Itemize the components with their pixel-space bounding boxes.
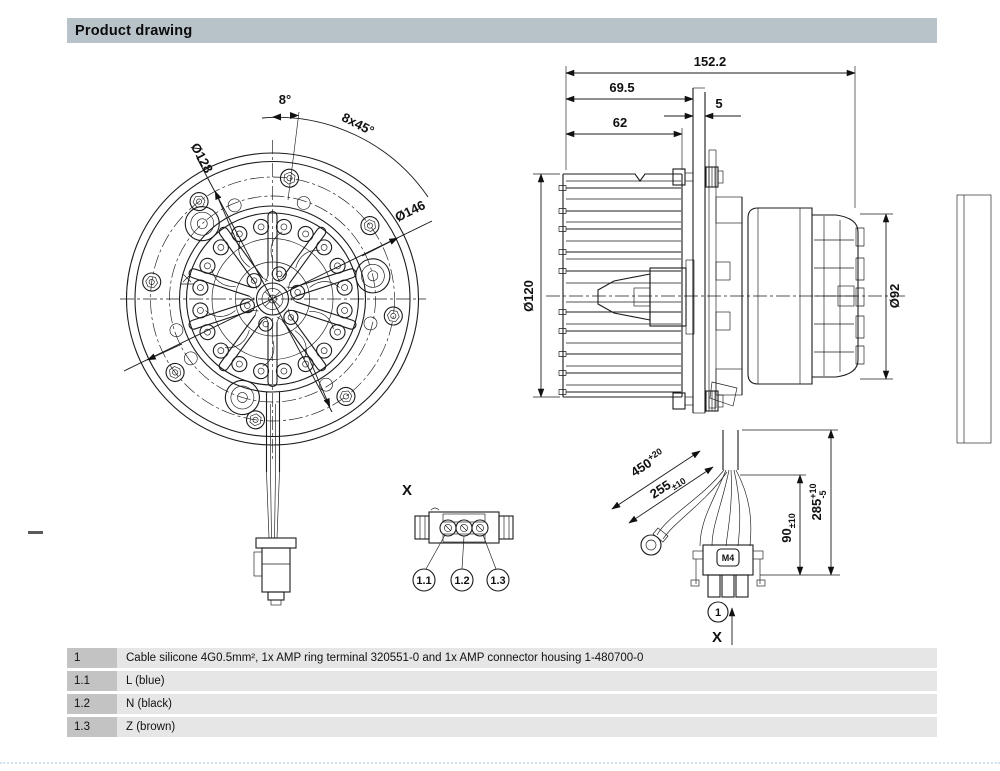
side-view: 152.2 69.5 5 62 Ø120 xyxy=(521,54,992,646)
dim-label-8x45: 8x45° xyxy=(339,110,376,139)
part-id: 1.1 xyxy=(67,671,117,691)
dim-overall-length: 152.2 xyxy=(565,54,856,208)
callout-1-3: 1.3 xyxy=(486,568,510,592)
dim-angle: 8° 8x45° xyxy=(261,92,429,201)
wall-section xyxy=(956,194,992,444)
svg-text:5: 5 xyxy=(715,96,722,111)
footer-divider xyxy=(0,762,1000,764)
callout-1-2: 1.2 xyxy=(450,568,474,592)
terminal-1 xyxy=(439,519,457,537)
front-view: Ø128 Ø146 8° 8x45° xyxy=(120,92,433,606)
table-row: 1.3 Z (brown) xyxy=(67,717,937,737)
connector-latch-left xyxy=(414,515,430,540)
side-connector: M4 xyxy=(690,544,766,598)
finish-mark xyxy=(180,273,194,285)
svg-text:Ø92: Ø92 xyxy=(887,284,902,309)
terminal-2 xyxy=(455,519,473,537)
motor-end-cap xyxy=(812,214,865,378)
dim-label-128: Ø128 xyxy=(188,140,216,175)
dim-wheel-dia: Ø120 xyxy=(521,173,560,398)
callout-1-1: 1.1 xyxy=(412,568,436,592)
dim-motor-dia: Ø92 xyxy=(860,213,902,380)
ring-terminal xyxy=(640,527,669,556)
part-desc: Z (brown) xyxy=(117,717,937,737)
dim-connector-height: 90±10 xyxy=(740,474,840,576)
svg-text:285+10-5: 285+10-5 xyxy=(808,484,828,521)
part-id: 1.3 xyxy=(67,717,117,737)
mounting-plate xyxy=(672,87,738,414)
detail-x-label: X xyxy=(402,482,412,499)
svg-text:450+20: 450+20 xyxy=(627,446,667,480)
margin-mark xyxy=(28,531,43,534)
thread-label: M4 xyxy=(722,553,735,563)
svg-text:1: 1 xyxy=(715,607,721,619)
dim-to-flange: 69.5 xyxy=(565,80,694,103)
connector-wing-right xyxy=(752,550,766,587)
connector-latch-right xyxy=(498,515,514,540)
svg-text:152.2: 152.2 xyxy=(694,54,727,69)
dim-bolt-circle: Ø128 xyxy=(188,140,333,413)
detail-x-view: X xyxy=(402,482,514,592)
wheel-edge-ticks xyxy=(558,185,567,395)
part-desc: N (black) xyxy=(117,694,937,714)
cable-bracket xyxy=(709,381,738,407)
svg-text:1.1: 1.1 xyxy=(416,575,431,587)
part-desc: L (blue) xyxy=(117,671,937,691)
connector-wing-left xyxy=(690,550,704,587)
motor xyxy=(715,196,865,396)
svg-text:255±10: 255±10 xyxy=(647,469,688,504)
dim-flange-thickness: 5 xyxy=(664,96,741,120)
svg-text:1.2: 1.2 xyxy=(454,575,469,587)
terminal-3 xyxy=(471,519,489,537)
dim-label-8deg: 8° xyxy=(279,92,291,107)
front-cable xyxy=(253,392,297,606)
part-id: 1 xyxy=(67,648,117,668)
svg-text:69.5: 69.5 xyxy=(609,80,634,95)
svg-text:90±10: 90±10 xyxy=(779,513,797,542)
svg-text:Ø120: Ø120 xyxy=(521,280,536,312)
dim-label-146: Ø146 xyxy=(392,197,427,224)
stud-top xyxy=(672,166,724,188)
fan-wheel xyxy=(558,173,695,398)
dim-total-height: 285+10-5 xyxy=(742,429,838,576)
section-header: Product drawing xyxy=(67,18,937,43)
table-row: 1.2 N (black) xyxy=(67,694,937,714)
part-desc: Cable silicone 4G0.5mm², 1x AMP ring ter… xyxy=(117,648,937,668)
svg-text:62: 62 xyxy=(613,115,627,130)
table-row: 1 Cable silicone 4G0.5mm², 1x AMP ring t… xyxy=(67,648,937,668)
parts-table: 1 Cable silicone 4G0.5mm², 1x AMP ring t… xyxy=(67,648,937,740)
view-x-arrow-label: X xyxy=(712,629,722,646)
dim-wheel-width: 62 xyxy=(565,115,683,170)
impeller-hub xyxy=(238,264,307,334)
svg-text:1.3: 1.3 xyxy=(490,575,505,587)
wheel-hub xyxy=(597,259,695,335)
section-title: Product drawing xyxy=(75,22,193,39)
flange-bosses xyxy=(177,199,394,420)
part-id: 1.2 xyxy=(67,694,117,714)
table-row: 1.1 L (blue) xyxy=(67,671,937,691)
cable-callout: 1 X xyxy=(707,601,736,646)
